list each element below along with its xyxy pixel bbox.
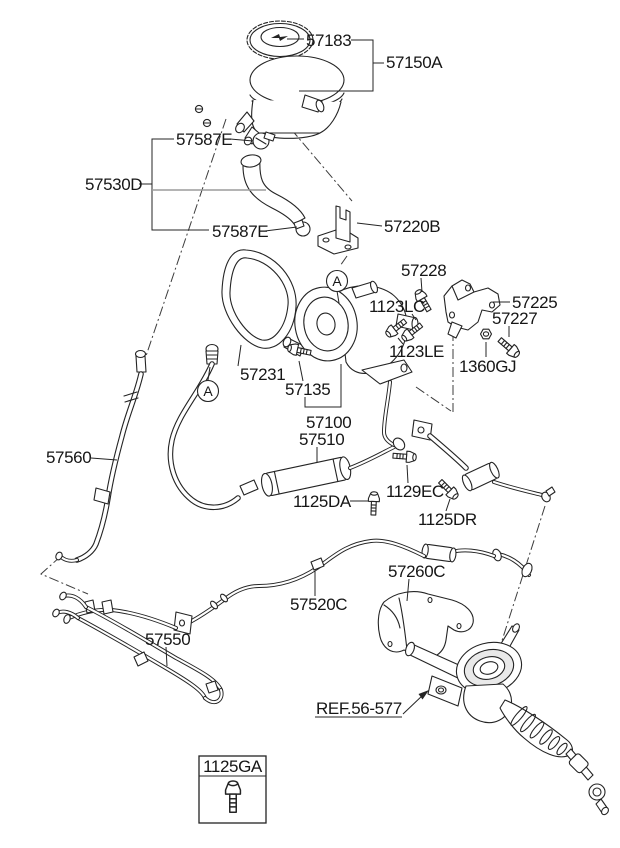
ref-arrowhead — [418, 690, 429, 700]
label-57587E-top: 57587E — [176, 130, 232, 149]
label-57550: 57550 — [145, 630, 190, 649]
label-57183: 57183 — [306, 31, 351, 50]
pump-57100 — [282, 280, 419, 385]
label-1129EC: 1129EC — [386, 482, 444, 501]
heat-shield-57260 — [377, 591, 474, 659]
leader-lines — [90, 38, 510, 718]
callout-a-pump: A — [325, 269, 349, 304]
label-57150A: 57150A — [386, 53, 443, 72]
label-57227: 57227 — [492, 309, 537, 328]
belt-57231 — [221, 249, 297, 349]
callout-a-pump-letter: A — [332, 273, 342, 289]
pressure-tube-57510 — [167, 361, 556, 511]
label-57135: 57135 — [285, 380, 330, 399]
steering-gear — [404, 623, 609, 816]
label-57560: 57560 — [46, 448, 91, 467]
label-1123LC: 1123LC — [369, 297, 425, 316]
nut-1360gj-icon — [479, 328, 493, 340]
bracket-57225 — [443, 279, 501, 339]
label-57220B: 57220B — [384, 217, 440, 236]
callout-a-hose-letter: A — [203, 383, 213, 399]
label-57228: 57228 — [401, 261, 446, 280]
label-57260C: 57260C — [388, 562, 445, 581]
return-hose-57560 — [55, 349, 147, 563]
callout-a-hose: A — [196, 366, 220, 403]
label-ref-56-577: REF.56-577 — [316, 699, 402, 718]
label-57100: 57100 — [306, 413, 351, 432]
reservoir-cap — [246, 20, 314, 60]
label-1125DR: 1125DR — [418, 510, 477, 529]
construction-lines — [40, 118, 546, 651]
suction-banjo-fitting — [205, 343, 219, 365]
return-tube-57520 — [63, 538, 533, 635]
label-1123LE: 1123LE — [389, 342, 444, 361]
clamp-upper — [252, 131, 276, 150]
cooler-tube-57550 — [52, 591, 224, 705]
label-1125DA: 1125DA — [293, 492, 352, 511]
part-labels: 57183 57150A 57587E 57530D 57587E 57220B… — [46, 31, 558, 718]
label-1360GJ: 1360GJ — [459, 357, 516, 376]
reservoir-screws — [194, 104, 212, 128]
bracket-57220 — [317, 205, 359, 255]
label-57231: 57231 — [240, 365, 285, 384]
label-57530D: 57530D — [85, 175, 142, 194]
legend-part-number: 1125GA — [203, 757, 263, 776]
label-57520C: 57520C — [290, 595, 347, 614]
suction-hose-57530 — [240, 154, 306, 225]
legend-box-1125ga: 1125GA — [198, 755, 267, 824]
label-57587E-bot: 57587E — [212, 222, 268, 241]
label-57510: 57510 — [299, 430, 344, 449]
label-57225: 57225 — [512, 293, 557, 312]
